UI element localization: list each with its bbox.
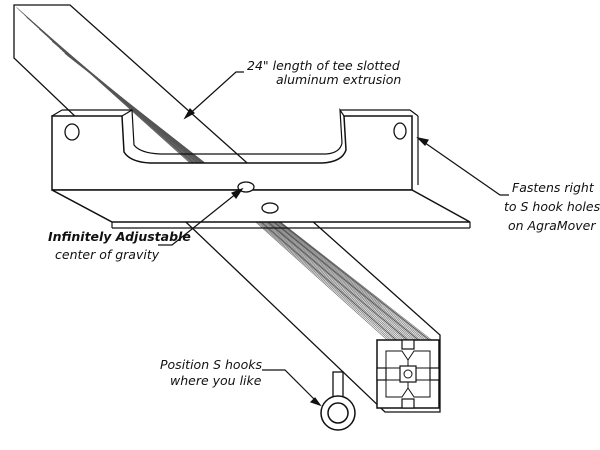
callout-gravity: Infinitely Adjustable center of gravity (48, 229, 191, 262)
callout-hooks-line1: Position S hooks (160, 357, 262, 372)
leader-lines (158, 71, 509, 407)
callout-fastens-line2: to S hook holes (504, 199, 600, 214)
angle-bracket (51, 107, 471, 229)
callout-hooks: Position S hooks where you like (160, 357, 262, 388)
flange-hole-right (393, 122, 407, 140)
callout-gravity-line2: center of gravity (55, 247, 160, 262)
hooks-leader (262, 369, 321, 406)
fastens-leader (417, 137, 509, 196)
bracket-flange (51, 115, 413, 191)
s-hook (320, 371, 356, 431)
callout-fastens-line1: Fastens right (512, 180, 595, 195)
callout-extrusion-line2: aluminum extrusion (276, 72, 401, 87)
base-hole-rear (261, 202, 279, 214)
callout-hooks-line2: where you like (170, 373, 262, 388)
bracket-base-plate (51, 189, 471, 223)
gravity-leader (158, 188, 243, 246)
flange-hole-left (64, 123, 80, 141)
callout-gravity-line1: Infinitely Adjustable (48, 229, 191, 244)
callout-fastens-line3: on AgraMover (508, 218, 596, 233)
extrusion-leader (184, 71, 244, 119)
extrusion-end-profile (376, 339, 440, 409)
callout-extrusion: 24" length of tee slotted aluminum extru… (247, 58, 401, 87)
callout-extrusion-line1: 24" length of tee slotted (247, 58, 400, 73)
callout-fastens: Fastens right to S hook holes on AgraMov… (504, 180, 600, 233)
